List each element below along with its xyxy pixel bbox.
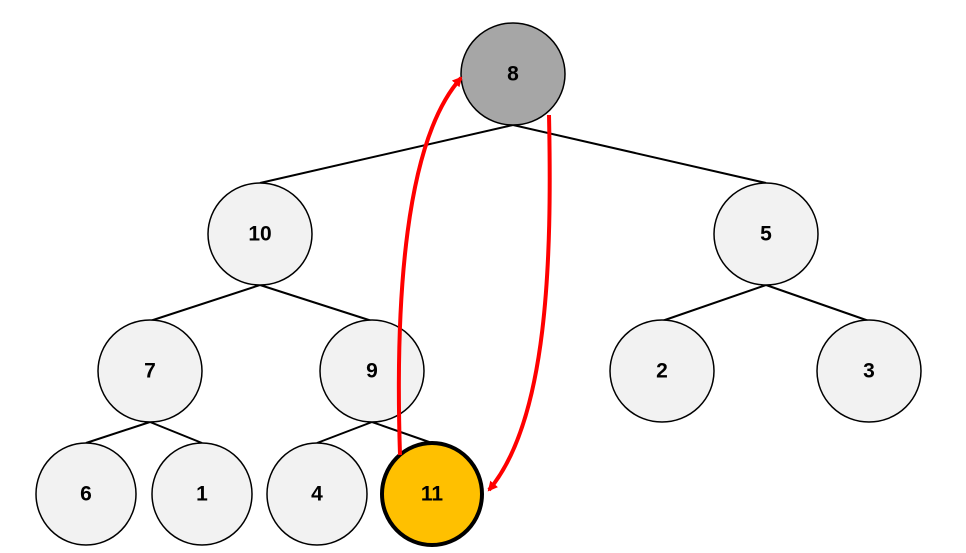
node-3-label: 3 xyxy=(863,360,875,383)
node-7-label: 7 xyxy=(144,360,156,383)
node-1-label: 1 xyxy=(196,483,208,506)
node-4-circle xyxy=(266,442,368,546)
node-8: 8 xyxy=(460,22,566,126)
edge-10-7 xyxy=(149,284,261,322)
node-10: 10 xyxy=(207,182,313,286)
node-5-circle xyxy=(713,182,819,286)
edge-10-9 xyxy=(259,284,373,322)
node-3-circle xyxy=(816,319,922,423)
node-6-circle xyxy=(35,442,137,546)
node-6-label: 6 xyxy=(80,483,92,506)
node-8-label: 8 xyxy=(507,63,519,86)
node-10-label: 10 xyxy=(248,223,271,246)
edge-5-3 xyxy=(765,284,870,322)
tree-edges xyxy=(85,124,870,444)
node-2-circle xyxy=(609,319,715,423)
node-1-circle xyxy=(151,442,253,546)
node-7: 7 xyxy=(97,319,203,423)
swap-arrows xyxy=(396,76,552,492)
node-2-label: 2 xyxy=(656,360,668,383)
node-5-label: 5 xyxy=(760,223,772,246)
node-8-circle xyxy=(460,22,566,126)
edge-9-4 xyxy=(316,421,373,444)
node-6: 6 xyxy=(35,442,137,546)
node-2: 2 xyxy=(609,319,715,423)
edge-5-2 xyxy=(661,284,767,322)
node-4: 4 xyxy=(266,442,368,546)
edge-8-10 xyxy=(259,124,514,184)
node-4-label: 4 xyxy=(311,483,323,506)
node-1: 1 xyxy=(151,442,253,546)
edge-9-11 xyxy=(371,421,433,444)
arrow-11-to-8 xyxy=(396,76,463,456)
node-10-circle xyxy=(207,182,313,286)
edge-7-1 xyxy=(149,421,203,444)
node-3: 3 xyxy=(816,319,922,423)
arrow-8-to-11 xyxy=(487,114,552,492)
node-9: 9 xyxy=(319,319,425,423)
node-5: 5 xyxy=(713,182,819,286)
node-11-label: 11 xyxy=(421,483,444,506)
edge-8-5 xyxy=(512,124,767,184)
node-7-circle xyxy=(97,319,203,423)
node-11: 11 xyxy=(380,441,484,547)
node-11-circle xyxy=(380,441,484,547)
edge-7-6 xyxy=(85,421,151,444)
node-9-label: 9 xyxy=(366,360,378,383)
